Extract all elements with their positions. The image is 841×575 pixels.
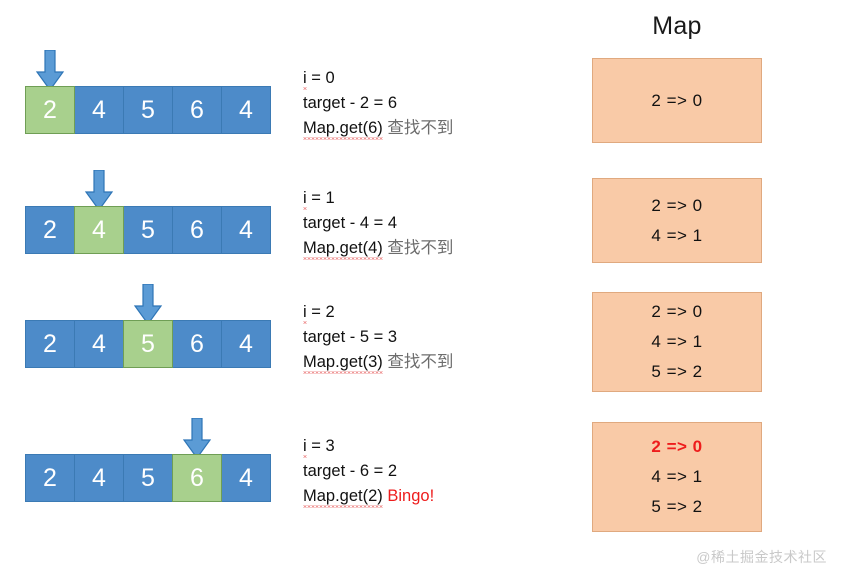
- map-get-call: Map.get(6): [303, 119, 383, 140]
- step-description: i = 0 target - 2 = 6 Map.get(6) 查找不到: [303, 66, 453, 141]
- not-found-label: 查找不到: [387, 239, 454, 257]
- spellcheck-word: i: [303, 303, 307, 324]
- step-index-line: i = 0: [303, 66, 453, 91]
- step-index-value: = 3: [306, 437, 335, 455]
- array-cell: 5: [123, 454, 173, 502]
- spellcheck-word: i: [303, 69, 307, 90]
- target-expression-line: target - 5 = 3: [303, 328, 398, 346]
- step-index-line: i = 2: [303, 300, 453, 325]
- array-cell: 2: [25, 206, 75, 254]
- array-cell-highlighted: 4: [74, 206, 124, 254]
- array-cell: 4: [74, 454, 124, 502]
- step-index-value: = 0: [306, 69, 335, 87]
- spellcheck-word: i: [303, 437, 307, 458]
- array-cell-highlighted: 2: [25, 86, 75, 134]
- step-index-value: = 2: [306, 303, 335, 321]
- map-get-call: Map.get(4): [303, 239, 383, 260]
- step-description: i = 1 target - 4 = 4 Map.get(4) 查找不到: [303, 186, 453, 261]
- map-entry: 4 => 1: [651, 467, 703, 486]
- map-lookup-line: Map.get(6) 查找不到: [303, 116, 453, 141]
- not-found-label: 查找不到: [387, 119, 454, 137]
- array-cell: 5: [123, 206, 173, 254]
- map-column-title: Map: [652, 12, 702, 40]
- map-get-call: Map.get(2): [303, 487, 383, 508]
- array-cell: 4: [74, 86, 124, 134]
- map-entry: 5 => 2: [651, 362, 703, 381]
- array-cell: 4: [221, 206, 271, 254]
- watermark: @稀土掘金技术社区: [696, 549, 827, 565]
- target-expression-line: target - 2 = 6: [303, 94, 398, 112]
- step-index-line: i = 1: [303, 186, 453, 211]
- map-get-call: Map.get(3): [303, 353, 383, 374]
- map-entry: 4 => 1: [651, 225, 703, 245]
- map-entry: 2 => 0: [651, 302, 703, 321]
- map-entry: 5 => 2: [651, 497, 703, 516]
- map-state-box: 2 => 0: [592, 58, 762, 143]
- map-state-box: 2 => 0 4 => 1 5 => 2: [592, 422, 762, 532]
- map-entry: 4 => 1: [651, 332, 703, 351]
- map-entry-match: 2 => 0: [651, 437, 703, 456]
- array-cell: 6: [172, 206, 222, 254]
- array-cell: 6: [172, 86, 222, 134]
- array-cell: 5: [123, 86, 173, 134]
- map-lookup-line: Map.get(2) Bingo!: [303, 484, 434, 509]
- step-description: i = 2 target - 5 = 3 Map.get(3) 查找不到: [303, 300, 453, 375]
- step-description: i = 3 target - 6 = 2 Map.get(2) Bingo!: [303, 434, 434, 509]
- bingo-label: Bingo!: [387, 487, 435, 505]
- target-expression-line: target - 4 = 4: [303, 214, 398, 232]
- step-index-value: = 1: [306, 189, 335, 207]
- map-entry: 2 => 0: [651, 90, 703, 110]
- array-cell-highlighted: 5: [123, 320, 173, 368]
- array-cell: 4: [221, 86, 271, 134]
- array-cell-highlighted: 6: [172, 454, 222, 502]
- map-lookup-line: Map.get(4) 查找不到: [303, 236, 453, 261]
- map-state-box: 2 => 0 4 => 1: [592, 178, 762, 263]
- array-cell: 6: [172, 320, 222, 368]
- spellcheck-word: i: [303, 189, 307, 210]
- array-cell: 2: [25, 320, 75, 368]
- array-cell: 4: [221, 320, 271, 368]
- array-cell: 2: [25, 454, 75, 502]
- not-found-label: 查找不到: [387, 353, 454, 371]
- array-cell: 4: [74, 320, 124, 368]
- target-expression-line: target - 6 = 2: [303, 462, 398, 480]
- array-cell: 4: [221, 454, 271, 502]
- step-index-line: i = 3: [303, 434, 434, 459]
- map-state-box: 2 => 0 4 => 1 5 => 2: [592, 292, 762, 392]
- map-lookup-line: Map.get(3) 查找不到: [303, 350, 453, 375]
- map-entry: 2 => 0: [651, 195, 703, 215]
